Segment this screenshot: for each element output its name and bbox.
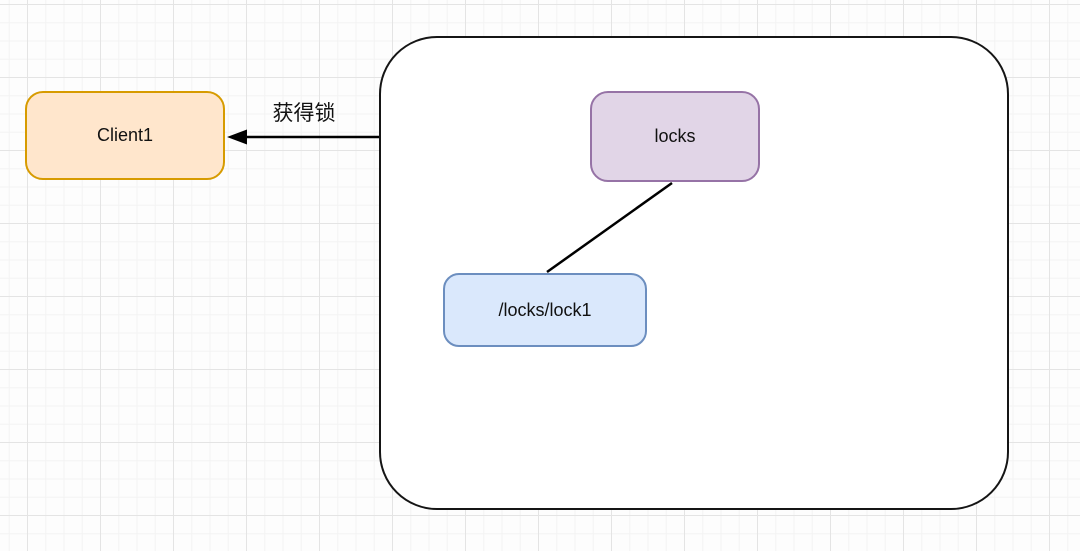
node-client1[interactable]: Client1 [25, 91, 225, 180]
acquire-lock-arrowhead [227, 129, 247, 145]
node-locks[interactable]: locks [590, 91, 760, 182]
locks-lock1-edge[interactable] [546, 181, 673, 274]
node-lock1[interactable]: /locks/lock1 [443, 273, 647, 347]
node-lock1-label: /locks/lock1 [498, 299, 592, 320]
node-locks-label: locks [654, 126, 696, 146]
acquire-lock-edge-label: 获得锁 [272, 102, 336, 125]
node-client1-label: Client1 [96, 125, 154, 145]
